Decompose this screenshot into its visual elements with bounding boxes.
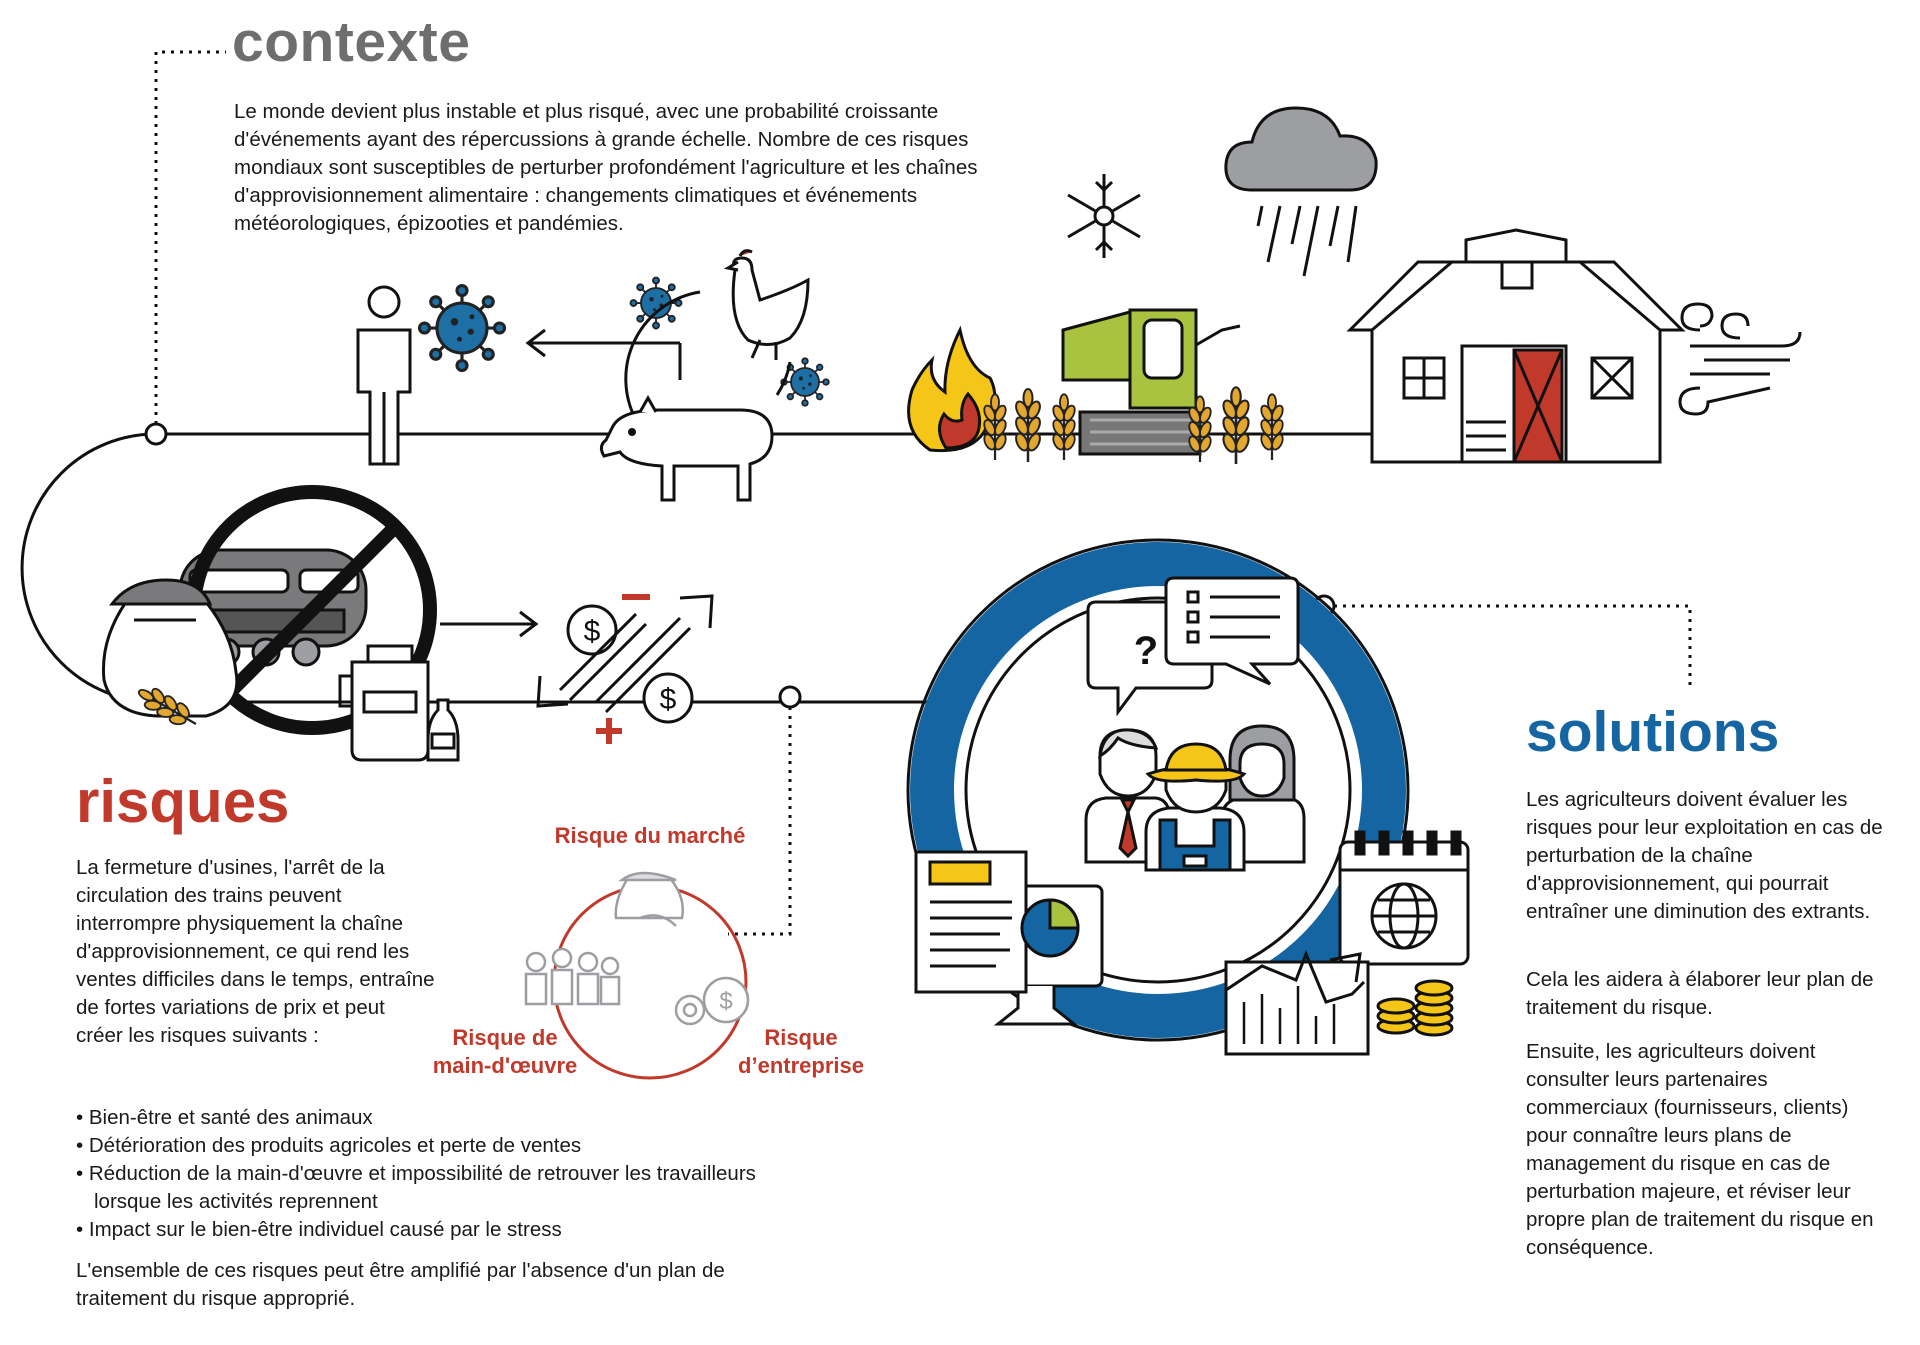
risques-heading: risques bbox=[76, 768, 290, 835]
grain-sack-icon bbox=[614, 871, 684, 927]
risques-list: • Bien-être et santé des animaux • Détér… bbox=[76, 1104, 796, 1244]
svg-text:$: $ bbox=[660, 683, 677, 716]
market-risk-label: Risque du marché bbox=[554, 823, 746, 848]
milk-can-icon bbox=[338, 644, 430, 762]
labor-risk-line1: Risque de bbox=[452, 1025, 558, 1050]
growth-chart-icon bbox=[1224, 949, 1370, 1056]
svg-text:?: ? bbox=[1134, 629, 1158, 673]
labor-risk-line2: main-d'œuvre bbox=[432, 1053, 578, 1078]
milk-bottle-icon bbox=[426, 698, 460, 762]
contexte-text: Le monde devient plus instable et plus r… bbox=[234, 100, 978, 235]
farmers-group-icon bbox=[1084, 724, 1306, 872]
pig-icon bbox=[599, 394, 774, 502]
animal-cycle-ring bbox=[624, 290, 792, 421]
solutions-paragraph-2: Cela les aidera à élaborer leur plan de … bbox=[1526, 968, 1874, 1019]
wind-icon bbox=[1678, 302, 1802, 416]
risques-conclusion: L'ensemble de ces risques peut être ampl… bbox=[76, 1259, 725, 1310]
svg-text:$: $ bbox=[584, 615, 601, 648]
list-item: • Bien-être et santé des animaux bbox=[76, 1106, 373, 1129]
list-item: • Impact sur le bien-être individuel cau… bbox=[76, 1218, 562, 1241]
calendar-globe-icon bbox=[1338, 830, 1470, 966]
list-item: • Détérioration des produits agricoles e… bbox=[76, 1134, 582, 1157]
barn-icon bbox=[1346, 228, 1686, 464]
solutions-heading: solutions bbox=[1526, 700, 1780, 764]
checklist-bubble-icon bbox=[1164, 576, 1300, 686]
solutions-paragraph-1: Les agriculteurs doivent évaluer les ris… bbox=[1526, 788, 1883, 923]
virus-icon bbox=[417, 283, 507, 373]
list-item: • Réduction de la main-d'œuvre et imposs… bbox=[76, 1162, 756, 1213]
flow-arrow bbox=[440, 610, 539, 638]
harvester-icon bbox=[1061, 308, 1241, 456]
solutions-paragraph-3: Ensuite, les agriculteurs doivent consul… bbox=[1526, 1040, 1874, 1259]
enterprise-risk-line2: d’entreprise bbox=[738, 1053, 864, 1078]
contexte-heading: contexte bbox=[232, 10, 471, 74]
labor-risk-label: Risque de main-d'œuvre bbox=[410, 1024, 600, 1080]
enterprise-risk-line1: Risque bbox=[764, 1025, 838, 1050]
workers-icon bbox=[524, 947, 621, 1006]
transmission-arrow bbox=[525, 328, 680, 358]
coins-icon bbox=[1376, 979, 1454, 1037]
chicken-icon bbox=[723, 249, 810, 360]
snowflake-icon bbox=[1067, 174, 1141, 258]
dotted-connectors bbox=[154, 50, 1692, 936]
svg-text:$: $ bbox=[719, 988, 732, 1015]
risques-intro: La fermeture d'usines, l'arrêt de la cir… bbox=[76, 856, 435, 1047]
grain-sack-icon bbox=[102, 578, 239, 718]
train-prohibited-icon bbox=[178, 485, 437, 735]
gears-icon: $ bbox=[674, 976, 750, 1026]
enterprise-risk-label: Risque d’entreprise bbox=[706, 1024, 896, 1080]
price-swing-icon: $ $ bbox=[536, 594, 714, 744]
virus-icon bbox=[629, 276, 683, 330]
person-icon bbox=[356, 285, 412, 466]
fire-icon bbox=[907, 325, 997, 453]
rain-cloud-icon bbox=[1224, 106, 1378, 277]
report-monitor-icon bbox=[914, 850, 1104, 1026]
